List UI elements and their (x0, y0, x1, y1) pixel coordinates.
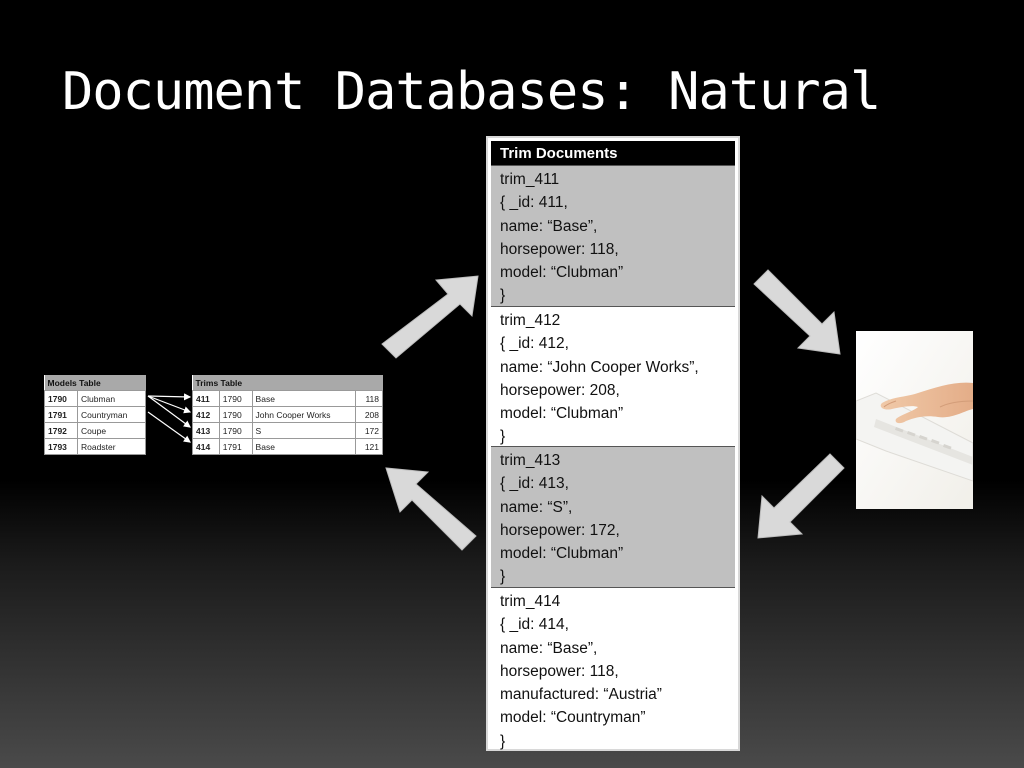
trim-horsepower: 208 (355, 406, 383, 423)
table-row: 1793 Roadster (43, 438, 146, 455)
doc-line: } (500, 732, 506, 750)
block-arrow-icon-up-left (385, 467, 477, 551)
block-arrow-icon-down-left (757, 453, 845, 539)
model-id: 1791 (43, 406, 79, 423)
trim-document: trim_411 { _id: 411, name: “Base”, horse… (491, 165, 735, 306)
table-row: 1792 Coupe (43, 422, 146, 439)
trim-horsepower: 118 (355, 390, 383, 407)
laptop-typing-hands-photo (856, 331, 973, 509)
table-row: 413 1790 S 172 (192, 422, 383, 439)
trim-model-id: 1790 (218, 390, 253, 407)
trim-document: trim_412 { _id: 412, name: “John Cooper … (491, 306, 735, 446)
trim-model-id: 1790 (218, 422, 253, 439)
doc-line: } (500, 287, 506, 305)
trim-horsepower: 172 (355, 422, 383, 439)
doc-line: } (500, 568, 506, 586)
trim-document: trim_413 { _id: 413, name: “S”, horsepow… (491, 446, 735, 587)
trims-table-header: Trims Table (192, 375, 383, 391)
model-name: Countryman (77, 406, 146, 423)
doc-line: { _id: 414, (500, 616, 569, 634)
doc-line: trim_414 (500, 593, 561, 610)
relation-arrows (147, 393, 192, 443)
trim-model-id: 1790 (218, 406, 253, 423)
doc-line: trim_411 (500, 171, 560, 188)
models-table: Models Table 1790 Clubman 1791 Countryma… (43, 375, 146, 455)
model-id: 1793 (43, 438, 79, 455)
doc-line: manufactured: “Austria” (500, 686, 662, 704)
doc-line: model: “Clubman” (500, 405, 624, 423)
trim-id: 413 (192, 422, 220, 439)
trim-name: Base (251, 438, 357, 455)
doc-line: model: “Countryman” (500, 709, 646, 727)
trim-name: Base (251, 390, 357, 407)
doc-line: } (500, 428, 506, 446)
models-table-header: Models Table (44, 375, 146, 391)
trim-model-id: 1791 (218, 438, 253, 455)
trims-table: Trims Table 411 1790 Base 118 412 1790 J… (192, 375, 383, 455)
table-row: 411 1790 Base 118 (192, 390, 383, 407)
doc-line: { _id: 412, (500, 335, 569, 353)
doc-line: { _id: 411, (500, 194, 568, 212)
model-id: 1790 (43, 390, 79, 407)
doc-line: name: “S”, (500, 498, 573, 516)
doc-line: model: “Clubman” (500, 264, 624, 282)
model-name: Roadster (77, 438, 146, 455)
doc-line: name: “John Cooper Works”, (500, 358, 699, 376)
doc-line: trim_412 (500, 312, 561, 329)
trim-documents-header: Trim Documents (491, 141, 735, 165)
doc-line: horsepower: 118, (500, 662, 619, 680)
doc-line: name: “Base”, (500, 639, 598, 657)
model-id: 1792 (43, 422, 79, 439)
table-row: 1791 Countryman (43, 406, 146, 423)
trim-name: John Cooper Works (251, 406, 357, 423)
trim-horsepower: 121 (355, 438, 383, 455)
table-row: 1790 Clubman (43, 390, 146, 407)
trim-name: S (251, 422, 357, 439)
table-row: 412 1790 John Cooper Works 208 (192, 406, 383, 423)
doc-line: name: “Base”, (500, 217, 598, 235)
slide-title: Document Databases: Natural (62, 62, 881, 122)
doc-line: model: “Clubman” (500, 545, 624, 563)
block-arrow-icon-down-right (753, 269, 841, 355)
doc-line: horsepower: 208, (500, 381, 620, 399)
trim-documents-panel: Trim Documents trim_411 { _id: 411, name… (486, 136, 740, 751)
trim-id: 411 (192, 390, 220, 407)
doc-line: horsepower: 172, (500, 521, 620, 539)
doc-line: { _id: 413, (500, 475, 569, 493)
trim-id: 414 (192, 438, 220, 455)
model-name: Coupe (77, 422, 146, 439)
trim-id: 412 (192, 406, 220, 423)
block-arrow-icon-up-right (381, 275, 479, 359)
table-row: 414 1791 Base 121 (192, 438, 383, 455)
doc-line: horsepower: 118, (500, 240, 619, 258)
doc-line: trim_413 (500, 452, 561, 469)
model-name: Clubman (77, 390, 146, 407)
trim-document: trim_414 { _id: 414, name: “Base”, horse… (491, 587, 735, 750)
